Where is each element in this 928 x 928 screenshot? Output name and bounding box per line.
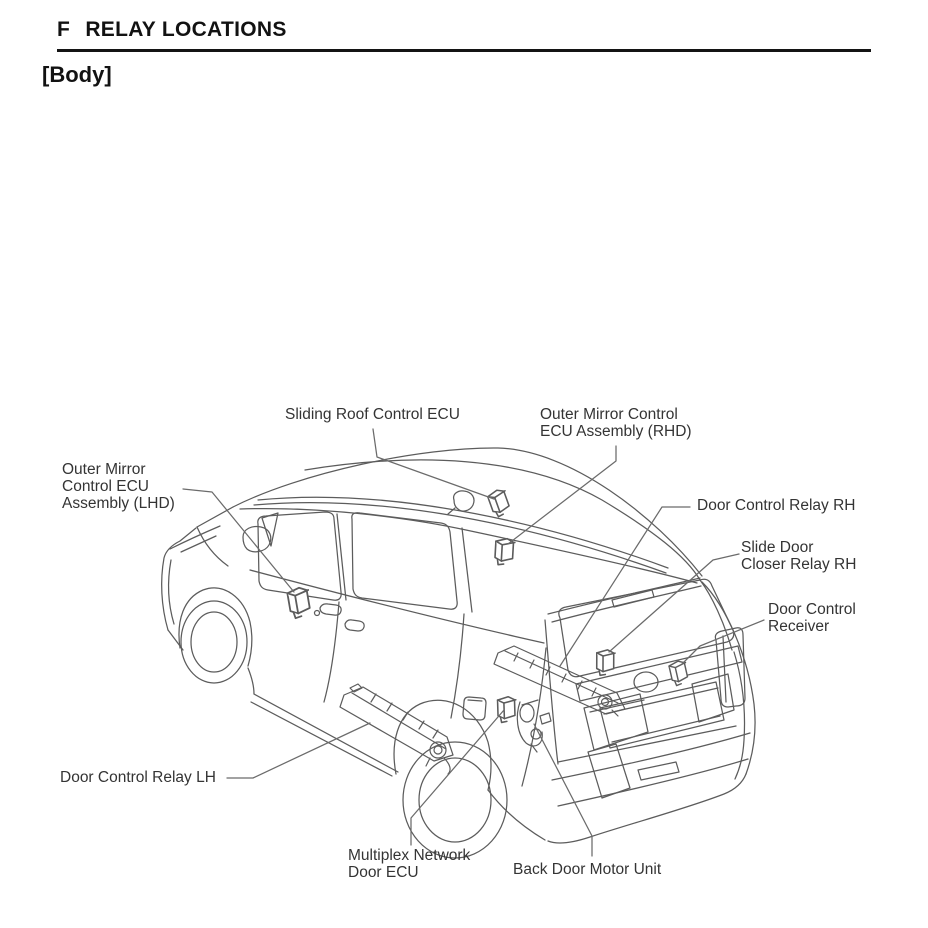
leader-slide-door-closer-relay-rh (608, 553, 740, 653)
relay-mechanisms (339, 645, 626, 775)
door-control-relay-lh-rail-component (339, 683, 454, 775)
label-door-control-relay-rh: Door Control Relay RH (697, 497, 856, 514)
label-outer-mirror-control-ecu-rhd: Outer Mirror Control ECU Assembly (RHD) (540, 406, 692, 440)
body-subheading: [Body] (42, 62, 112, 87)
leader-back-door-motor-unit (533, 723, 593, 857)
sliding-roof-control-ecu-component (485, 487, 512, 519)
door-control-receiver-component (667, 659, 690, 687)
label-door-control-relay-lh: Door Control Relay LH (60, 769, 216, 786)
door-control-relay-rh-rail-component (493, 645, 626, 717)
outer-mirror-control-ecu-lhd-component (286, 586, 312, 620)
leader-sliding-roof-control-ecu (372, 428, 495, 500)
section-code: F (57, 18, 71, 41)
label-sliding-roof-control-ecu: Sliding Roof Control ECU (285, 406, 460, 423)
leader-door-control-relay-lh (226, 722, 371, 779)
label-slide-door-closer-relay-rh: Slide Door Closer Relay RH (741, 539, 857, 573)
label-door-control-receiver: Door Control Receiver (768, 601, 856, 635)
label-multiplex-network-door-ecu: Multiplex Network Door ECU (348, 847, 471, 881)
label-back-door-motor-unit: Back Door Motor Unit (513, 861, 662, 878)
vehicle-body (161, 447, 756, 859)
page-header: F RELAY LOCATIONS (57, 18, 871, 52)
multiplex-network-door-ecu-component (495, 695, 517, 724)
leader-multiplex-network-door-ecu (410, 709, 505, 846)
leader-door-control-receiver (681, 619, 765, 665)
page-title: RELAY LOCATIONS (85, 18, 287, 41)
leader-lines (182, 428, 765, 857)
relay-boxes (286, 487, 690, 724)
label-outer-mirror-control-ecu-lhd: Outer Mirror Control ECU Assembly (LHD) (62, 461, 175, 512)
leader-outer-mirror-rhd (507, 445, 617, 545)
leader-outer-mirror-lhd (182, 488, 295, 593)
back-door-motor-unit-component (516, 699, 552, 753)
leader-door-control-relay-rh (559, 506, 691, 667)
